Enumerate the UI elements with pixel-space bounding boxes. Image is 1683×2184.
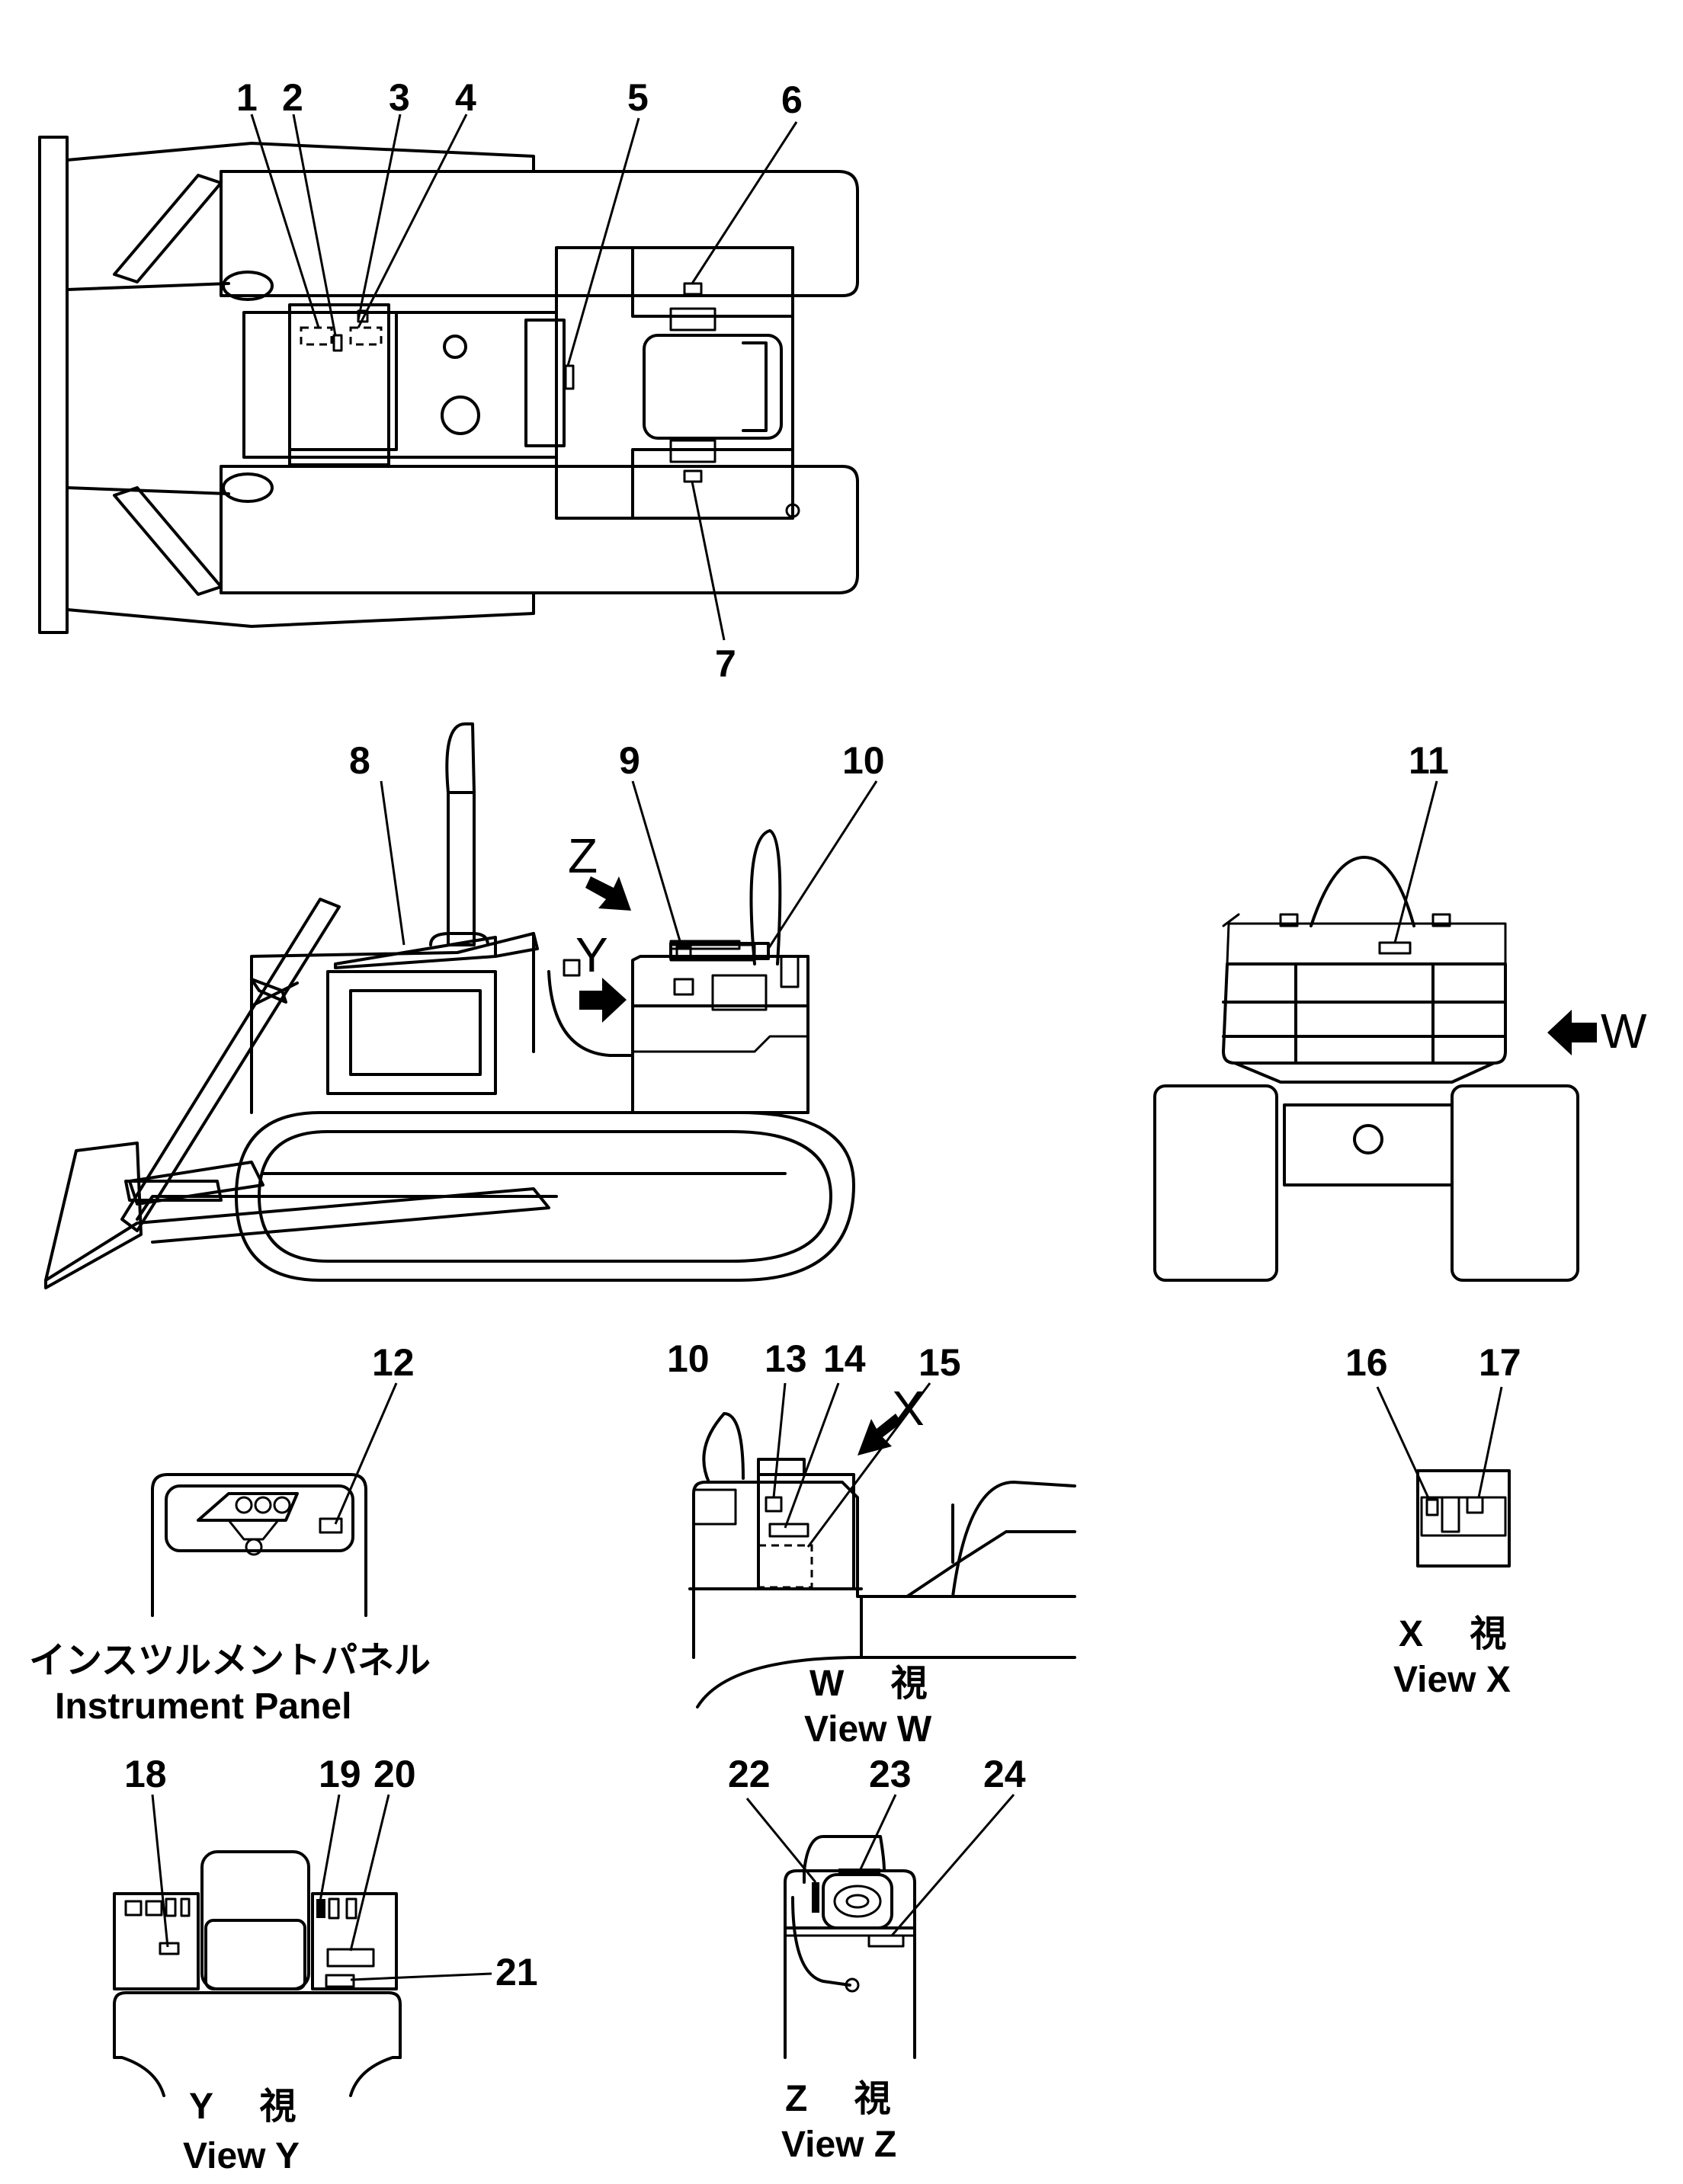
caption-view-z-en: View Z [781,2125,896,2165]
view-markers: Z Y W X [568,828,1647,1436]
callout-18: 18 [124,1753,167,1795]
callout-numbers: 1 2 3 4 5 6 7 8 9 10 11 12 10 13 14 15 1… [124,76,1521,1993]
instrument-panel-view [151,1473,367,1617]
callout-9: 9 [619,739,640,782]
callout-23: 23 [869,1753,912,1795]
callout-24: 24 [983,1753,1026,1795]
callout-7: 7 [715,642,736,685]
arrow-w-icon [1547,1010,1597,1055]
callout-4: 4 [455,76,476,119]
callout-17: 17 [1479,1341,1521,1384]
caption-instrument-panel-jp: インスツルメントパネル [29,1641,431,1681]
top-view [38,136,859,634]
callout-10-view-w: 10 [667,1337,710,1380]
callout-12: 12 [372,1341,415,1384]
view-y [113,1850,402,2097]
callout-20: 20 [373,1753,416,1795]
callout-5: 5 [627,76,649,119]
callout-22: 22 [728,1753,771,1795]
caption-view-w-en: View W [804,1709,932,1750]
leader-lines [151,114,1503,1981]
caption-view-y-en: View Y [183,2136,300,2176]
marker-w: W [1601,1004,1647,1058]
callout-2: 2 [282,76,303,119]
view-w [688,1412,1076,1708]
side-view [44,722,855,1289]
callout-1: 1 [236,76,258,119]
callout-13: 13 [765,1337,807,1380]
callout-15: 15 [918,1341,961,1384]
view-x [1416,1469,1511,1568]
callout-14: 14 [823,1337,866,1380]
view-arrows [579,876,1597,1455]
view-z [784,1835,916,2059]
callout-8: 8 [349,739,370,782]
caption-instrument-panel-en: Instrument Panel [55,1686,351,1727]
caption-view-z-jp: Z 視 [785,2079,891,2119]
arrow-z-icon [585,876,631,911]
callout-6: 6 [781,78,803,121]
arrow-x-icon [858,1414,902,1455]
marker-x: X [892,1381,925,1436]
captions: インスツルメントパネル Instrument Panel W 視 View W … [29,1614,1511,2176]
caption-view-y-jp: Y 視 [189,2086,297,2127]
marker-z: Z [568,828,598,883]
rear-view [1153,856,1579,1282]
marker-y: Y [575,927,608,982]
callout-21: 21 [495,1951,538,1993]
callout-16: 16 [1345,1341,1388,1384]
caption-view-w-jp: W 視 [809,1664,928,1704]
callout-19: 19 [319,1753,361,1795]
callout-11: 11 [1409,739,1449,782]
callout-10: 10 [842,739,885,782]
caption-view-x-en: View X [1393,1660,1511,1700]
caption-view-x-jp: X 視 [1399,1614,1506,1654]
callout-3: 3 [389,76,410,119]
arrow-y-icon [579,978,627,1023]
